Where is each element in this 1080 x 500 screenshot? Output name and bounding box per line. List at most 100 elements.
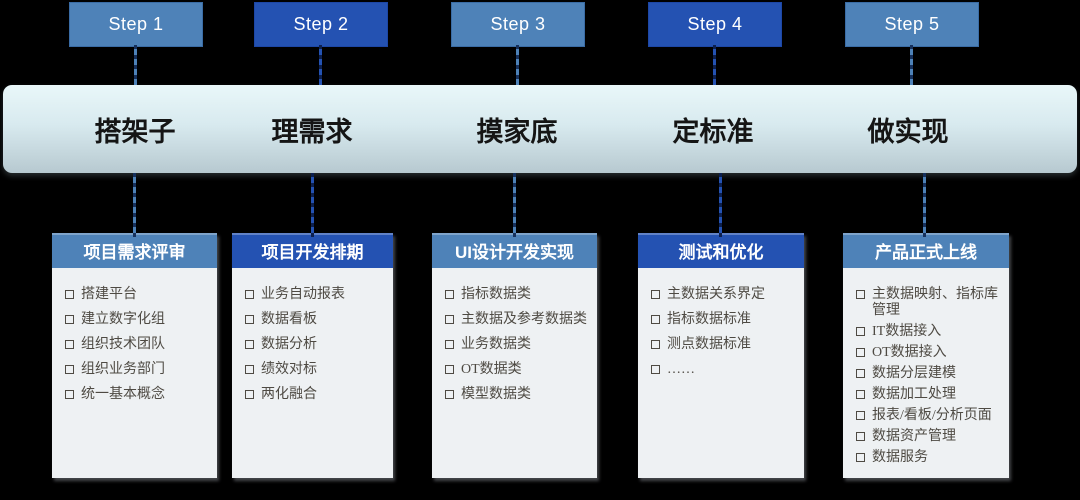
square-bullet-icon	[65, 290, 74, 299]
phase-label-4: 定标准	[672, 116, 754, 147]
list-item-text: 组织业务部门	[81, 362, 165, 377]
square-bullet-icon	[856, 432, 865, 441]
square-bullet-icon	[245, 315, 254, 324]
list-item-text: 模型数据类	[461, 387, 531, 402]
list-item: 主数据及参考数据类	[445, 312, 593, 328]
list-item-text: 数据看板	[261, 312, 317, 327]
card-item-list: 主数据映射、指标库管理 IT数据接入 OT数据接入 数据分层建模 数据加工处理 …	[843, 268, 1009, 466]
list-item-text: 报表/看板/分析页面	[872, 408, 992, 423]
square-bullet-icon	[445, 390, 454, 399]
card-item-list: 主数据关系界定 指标数据标准 测点数据标准 ……	[638, 268, 804, 378]
list-item-text: OT数据接入	[872, 345, 947, 360]
square-bullet-icon	[651, 365, 660, 374]
list-item-text: 搭建平台	[81, 287, 137, 302]
connector-bottom-2	[311, 173, 314, 239]
list-item: 报表/看板/分析页面	[856, 408, 1005, 424]
card-dev-schedule: 项目开发排期 业务自动报表 数据看板 数据分析 绩效对标 两化融合	[232, 233, 393, 478]
list-item: OT数据类	[445, 362, 593, 378]
connector-bottom-3	[513, 173, 516, 239]
list-item-text: 测点数据标准	[667, 337, 751, 352]
connector-top-1	[134, 45, 137, 85]
list-item: 数据看板	[245, 312, 389, 328]
list-item: 数据加工处理	[856, 387, 1005, 403]
square-bullet-icon	[856, 290, 865, 299]
square-bullet-icon	[245, 365, 254, 374]
list-item: 数据分层建模	[856, 366, 1005, 382]
list-item: 搭建平台	[65, 287, 213, 303]
list-item-text: 数据分析	[261, 337, 317, 352]
list-item: 业务数据类	[445, 337, 593, 353]
list-item: IT数据接入	[856, 324, 1005, 340]
square-bullet-icon	[65, 365, 74, 374]
connector-top-5	[910, 45, 913, 85]
list-item: 绩效对标	[245, 362, 389, 378]
square-bullet-icon	[856, 369, 865, 378]
square-bullet-icon	[445, 290, 454, 299]
square-bullet-icon	[651, 340, 660, 349]
card-item-list: 搭建平台 建立数字化组 组织技术团队 组织业务部门 统一基本概念	[52, 268, 217, 403]
list-item-text: 主数据映射、指标库管理	[872, 287, 998, 318]
square-bullet-icon	[856, 327, 865, 336]
list-item-text: 建立数字化组	[81, 312, 165, 327]
card-ui-implementation: UI设计开发实现 指标数据类 主数据及参考数据类 业务数据类 OT数据类 模型数…	[432, 233, 597, 478]
list-item: 模型数据类	[445, 387, 593, 403]
phase-label-3: 摸家底	[476, 116, 558, 147]
list-item: 两化融合	[245, 387, 389, 403]
list-item-text: 业务数据类	[461, 337, 531, 352]
list-item: 统一基本概念	[65, 387, 213, 403]
square-bullet-icon	[856, 390, 865, 399]
connector-bottom-4	[719, 173, 722, 239]
connector-bottom-1	[133, 173, 136, 239]
connector-top-3	[516, 45, 519, 85]
connector-bottom-5	[923, 173, 926, 239]
list-item-text: OT数据类	[461, 362, 522, 377]
square-bullet-icon	[651, 290, 660, 299]
card-requirements-review: 项目需求评审 搭建平台 建立数字化组 组织技术团队 组织业务部门 统一基本概念	[52, 233, 217, 478]
card-test-optimize: 测试和优化 主数据关系界定 指标数据标准 测点数据标准 ……	[638, 233, 804, 478]
square-bullet-icon	[245, 390, 254, 399]
square-bullet-icon	[245, 290, 254, 299]
list-item: 组织技术团队	[65, 337, 213, 353]
phase-label-5: 做实现	[867, 116, 949, 147]
square-bullet-icon	[65, 390, 74, 399]
list-item-text: ……	[667, 362, 695, 377]
list-item: ……	[651, 362, 800, 378]
list-item-text: 业务自动报表	[261, 287, 345, 302]
list-item: 主数据关系界定	[651, 287, 800, 303]
phase-bar	[3, 85, 1077, 173]
square-bullet-icon	[856, 453, 865, 462]
square-bullet-icon	[445, 340, 454, 349]
list-item-text: 绩效对标	[261, 362, 317, 377]
square-bullet-icon	[65, 340, 74, 349]
list-item-text: 主数据及参考数据类	[461, 312, 587, 327]
card-title: 产品正式上线	[843, 233, 1009, 268]
list-item-text: IT数据接入	[872, 324, 942, 339]
square-bullet-icon	[65, 315, 74, 324]
list-item: 数据服务	[856, 450, 1005, 466]
list-item: 数据分析	[245, 337, 389, 353]
list-item: 指标数据标准	[651, 312, 800, 328]
square-bullet-icon	[651, 315, 660, 324]
list-item-text: 两化融合	[261, 387, 317, 402]
square-bullet-icon	[245, 340, 254, 349]
list-item: 测点数据标准	[651, 337, 800, 353]
square-bullet-icon	[856, 411, 865, 420]
card-item-list: 指标数据类 主数据及参考数据类 业务数据类 OT数据类 模型数据类	[432, 268, 597, 403]
list-item: OT数据接入	[856, 345, 1005, 361]
connector-top-2	[319, 45, 322, 85]
list-item: 主数据映射、指标库管理	[856, 287, 1005, 319]
list-item: 建立数字化组	[65, 312, 213, 328]
list-item-text: 指标数据标准	[667, 312, 751, 327]
list-item-text: 数据资产管理	[872, 429, 956, 444]
phase-label-1: 搭架子	[94, 116, 176, 147]
square-bullet-icon	[445, 365, 454, 374]
list-item-text: 组织技术团队	[81, 337, 165, 352]
list-item: 数据资产管理	[856, 429, 1005, 445]
list-item-text: 数据分层建模	[872, 366, 956, 381]
step-badge-5: Step 5	[845, 2, 979, 47]
step-badge-1: Step 1	[69, 2, 203, 47]
list-item: 组织业务部门	[65, 362, 213, 378]
list-item: 业务自动报表	[245, 287, 389, 303]
list-item-text: 主数据关系界定	[667, 287, 765, 302]
